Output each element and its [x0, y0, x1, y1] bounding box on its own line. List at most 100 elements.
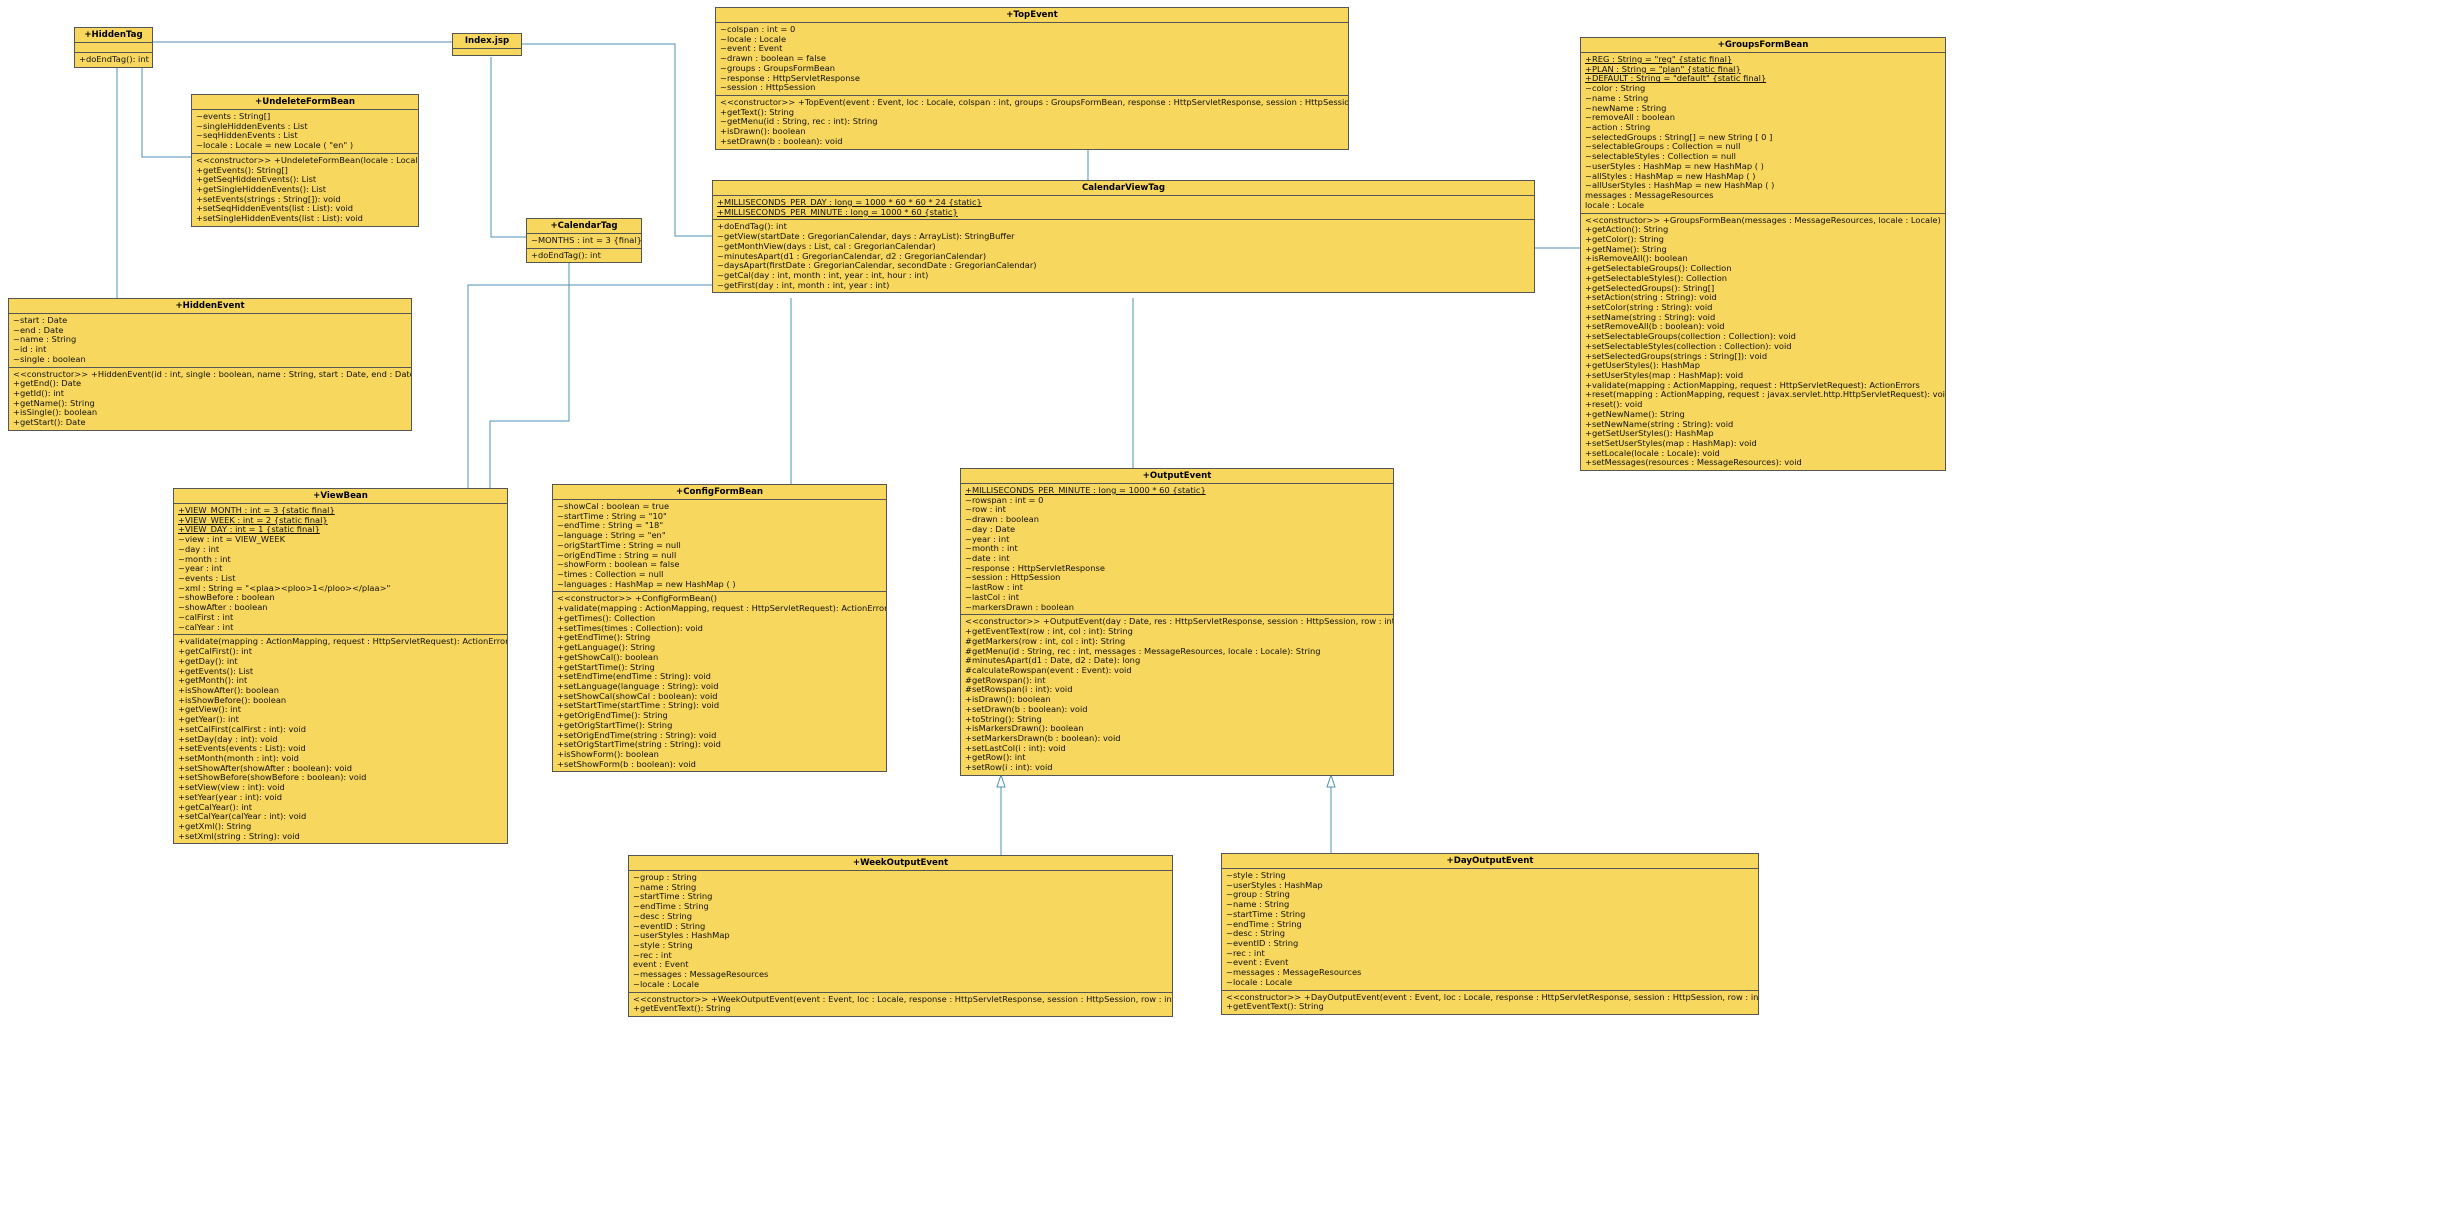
class-title: +HiddenTag — [84, 30, 143, 40]
attribute-line: ~id : int — [13, 344, 47, 355]
operation-line: +isSingle(): boolean — [13, 407, 98, 418]
attribute-line: ~end : Date — [13, 324, 64, 335]
operation-line: +getName(): String — [13, 397, 95, 408]
operation-line: <<constructor>> +TopEvent(event : Event,… — [720, 97, 1349, 108]
class-calendartag[interactable]: +CalendarTag~MONTHS : int = 3 {final}+do… — [526, 218, 642, 264]
attribute-compartment: ~MONTHS : int = 3 {final} — [527, 233, 641, 248]
attribute-line: ~drawn : boolean — [965, 514, 1039, 525]
attribute-line: ~start : Date — [13, 315, 68, 325]
operation-line: +getLanguage(): String — [557, 642, 656, 653]
class-groupsformbean[interactable]: +GroupsFormBean+REG : String = "reg" {st… — [1580, 37, 1946, 472]
attribute-compartment: ~start : Date~end : Date~name : String~i… — [9, 313, 411, 367]
operation-line: #getMenu(id : String, rec : int, message… — [965, 645, 1321, 656]
operation-line: +setSelectedGroups(strings : String[]): … — [1585, 350, 1768, 361]
class-title: +OutputEvent — [1142, 471, 1212, 481]
operation-line: ~daysApart(firstDate : GregorianCalendar… — [717, 260, 1037, 271]
operation-line: +getEventText(row : int, col : int): Str… — [965, 626, 1133, 637]
operation-compartment: +doEndTag(): int~getView(startDate : Gre… — [713, 219, 1534, 292]
operation-line: <<constructor>> +WeekOutputEvent(event :… — [633, 993, 1173, 1004]
operation-line: +getTimes(): Collection — [557, 612, 656, 623]
operation-line: +setView(view : int): void — [178, 782, 285, 793]
attribute-line: +PLAN : String = "plan" {static final} — [1585, 63, 1741, 74]
attribute-line: ~locale : Locale — [720, 33, 787, 44]
attribute-compartment: ~style : String~userStyles : HashMap~gro… — [1222, 868, 1758, 990]
attribute-line: +MILLISECONDS_PER_DAY : long = 1000 * 60… — [717, 197, 982, 207]
operation-line: +doEndTag(): int — [79, 54, 149, 64]
class-title: +ViewBean — [313, 491, 368, 501]
attribute-line: ~userStyles : HashMap — [1226, 879, 1323, 890]
attribute-line: ~desc : String — [633, 910, 693, 921]
attribute-line: ~style : String — [633, 940, 693, 951]
class-undeleteformbean[interactable]: +UndeleteFormBean~events : String[]~sing… — [191, 94, 419, 227]
operation-line: +setSelectableStyles(collection : Collec… — [1585, 340, 1792, 351]
attribute-line: ~color : String — [1585, 83, 1646, 94]
operation-line: +setEvents(events : List): void — [178, 743, 306, 754]
operation-line: +getEvents(): List — [178, 665, 254, 676]
operation-line: +getName(): String — [1585, 243, 1667, 254]
attribute-line: ~selectableGroups : Collection = null — [1585, 141, 1741, 152]
attribute-line: ~removeAll : boolean — [1585, 112, 1675, 123]
class-title: +TopEvent — [1006, 10, 1058, 20]
attribute-line: ~date : int — [965, 553, 1010, 564]
attribute-line: ~day : Date — [965, 523, 1016, 534]
class-calendarviewtag[interactable]: CalendarViewTag+MILLISECONDS_PER_DAY : l… — [712, 180, 1535, 294]
operation-compartment: <<constructor>> +DayOutputEvent(event : … — [1222, 989, 1758, 1014]
class-dayoutputevent[interactable]: +DayOutputEvent~style : String~userStyle… — [1221, 853, 1759, 1016]
operation-line: +getView(): int — [178, 704, 241, 715]
operation-line: +setCalFirst(calFirst : int): void — [178, 723, 307, 734]
attribute-line: +REG : String = "reg" {static final} — [1585, 54, 1733, 64]
operation-line: +setShowForm(b : boolean): void — [557, 758, 696, 769]
class-title: +HiddenEvent — [175, 301, 245, 311]
attribute-line: ~session : HttpSession — [720, 82, 816, 93]
operation-compartment: +doEndTag(): int — [527, 247, 641, 263]
class-weekoutputevent[interactable]: +WeekOutputEvent~group : String~name : S… — [628, 855, 1173, 1018]
attribute-line: ~year : int — [965, 533, 1010, 544]
class-indexjsp[interactable]: Index.jsp — [452, 33, 522, 56]
operation-line: +getDay(): int — [178, 655, 238, 666]
operation-compartment: <<constructor>> +UndeleteFormBean(locale… — [192, 152, 418, 226]
operation-line: +getStartTime(): String — [557, 661, 655, 672]
attribute-line: ~drawn : boolean = false — [720, 53, 826, 64]
class-hiddenevent[interactable]: +HiddenEvent ~start : Date~end : Date~nam… — [8, 298, 412, 431]
operation-line: +getStart(): Date — [13, 417, 86, 428]
attribute-line: ~style : String — [1226, 870, 1286, 880]
attribute-line: ~events : List — [178, 573, 236, 584]
attribute-line: ~userStyles : HashMap — [633, 930, 730, 941]
class-title: +WeekOutputEvent — [852, 858, 949, 868]
operation-line: +isMarkersDrawn(): boolean — [965, 723, 1084, 734]
class-outputevent[interactable]: +OutputEvent +MILLISECONDS_PER_MINUTE : l… — [960, 468, 1394, 776]
operation-line: +validate(mapping : ActionMapping, reque… — [1585, 379, 1920, 390]
attribute-line: ~year : int — [178, 563, 223, 574]
attribute-line: ~startTime : String — [633, 891, 713, 902]
attribute-line: ~rec : int — [1226, 947, 1265, 958]
attribute-line: ~locale : Locale = new Locale ( "en" ) — [196, 140, 354, 151]
operation-line: #getMarkers(row : int, col : int): Strin… — [965, 635, 1126, 646]
operation-line: +getOrigStartTime(): String — [557, 719, 673, 730]
operation-line: +setRow(i : int): void — [965, 762, 1053, 773]
attribute-line: ~calYear : int — [178, 621, 234, 632]
class-hiddentag[interactable]: +HiddenTag +doEndTag(): int — [74, 27, 153, 68]
operation-line: +reset(): void — [1585, 399, 1643, 410]
attribute-line: ~response : HttpServletResponse — [720, 72, 860, 83]
attribute-line: ~calFirst : int — [178, 611, 234, 622]
operation-line: +setSingleHiddenEvents(list : List): voi… — [196, 213, 363, 224]
operation-line: +getShowCal(): boolean — [557, 651, 659, 662]
operation-line: +getEnd(): Date — [13, 378, 82, 389]
operation-line: +getId(): int — [13, 388, 65, 399]
attribute-line: +DEFAULT : String = "default" {static fi… — [1585, 73, 1767, 84]
attribute-compartment: +MILLISECONDS_PER_MINUTE : long = 1000 *… — [961, 483, 1393, 614]
class-configformbean[interactable]: +ConfigFormBean~showCal : boolean = true… — [552, 484, 887, 773]
class-viewbean[interactable]: +ViewBean+VIEW_MONTH : int = 3 {static f… — [173, 488, 508, 845]
class-title: +UndeleteFormBean — [255, 97, 355, 107]
attribute-line: ~locale : Locale — [633, 978, 700, 989]
attribute-line: ~row : int — [965, 504, 1006, 515]
attribute-line: ~desc : String — [1226, 928, 1286, 939]
class-topevent[interactable]: +TopEvent~colspan : int = 0~locale : Loc… — [715, 7, 1349, 150]
operation-line: #minutesApart(d1 : Date, d2 : Date): lon… — [965, 655, 1141, 666]
operation-line: +isShowAfter(): boolean — [178, 684, 279, 695]
operation-line: <<constructor>> +GroupsFormBean(messages… — [1585, 214, 1941, 225]
operation-line: +getUserStyles(): HashMap — [1585, 360, 1700, 371]
operation-compartment: +doEndTag(): int — [75, 52, 152, 67]
attribute-line: ~response : HttpServletResponse — [965, 562, 1105, 573]
